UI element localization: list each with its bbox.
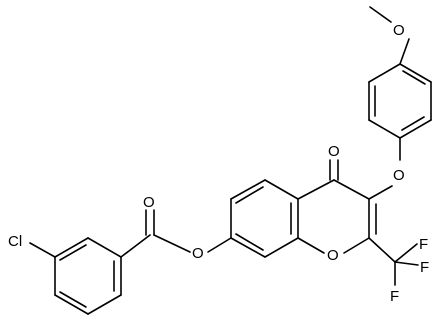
pyranone-ring [297, 159, 377, 254]
atom-chlorine: Cl [8, 233, 22, 250]
atom-o-ester-link: O [192, 245, 204, 262]
atom-fluorine-1: F [419, 236, 428, 253]
methoxyphenyl-ring [368, 63, 432, 139]
atom-o-methoxy: O [393, 22, 405, 39]
atom-o-ether: O [393, 167, 405, 184]
methoxy-group [369, 6, 410, 65]
atom-o-ketone: O [328, 143, 340, 160]
ester-linkage [120, 209, 232, 258]
benzo-ring [230, 179, 299, 258]
atom-fluorine-3: F [390, 288, 399, 305]
bond-o-ring [399, 38, 410, 65]
atom-fluorine-2: F [420, 259, 429, 276]
atom-o-ester-carbonyl: O [143, 194, 155, 211]
atom-o-ring: O [327, 247, 339, 264]
bond-methyl-o [369, 6, 392, 23]
trifluoromethyl-group [368, 237, 419, 286]
aryl-ether-link [368, 137, 401, 200]
chlorophenyl-ring [29, 237, 122, 315]
